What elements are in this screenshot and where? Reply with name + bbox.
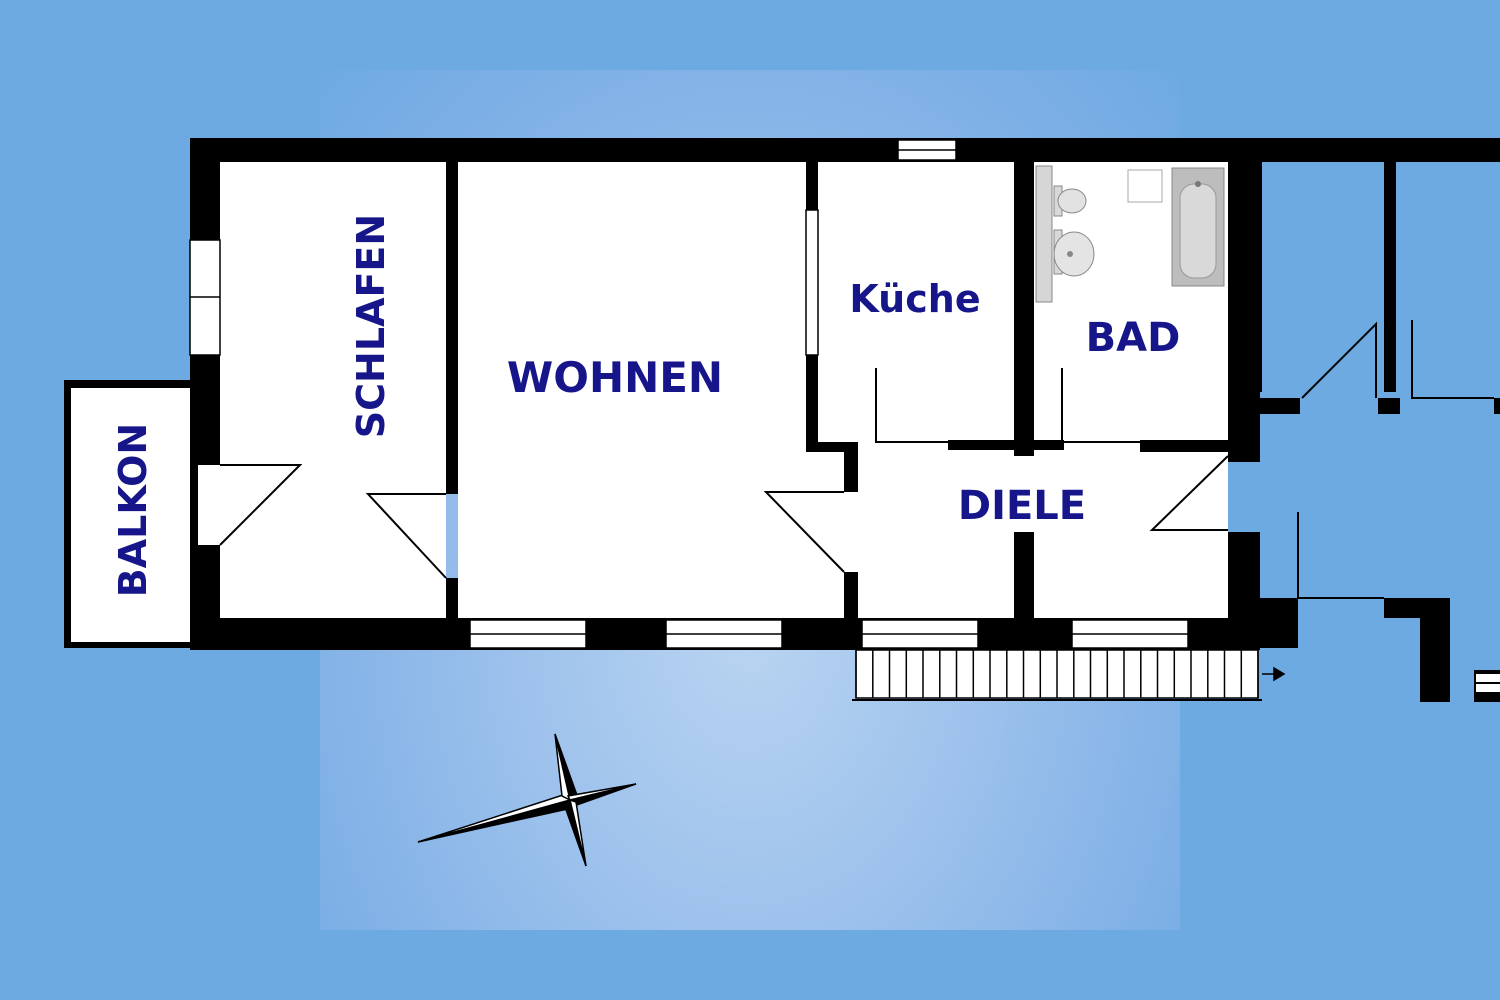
apartment-walls	[190, 138, 1500, 650]
room-label-diele: DIELE	[958, 483, 1086, 529]
bathroom-fixtures	[1035, 165, 1225, 303]
balcony	[64, 380, 195, 648]
room-label-wohnen: WOHNEN	[507, 353, 723, 402]
staircase-door-swings	[1297, 320, 1494, 599]
bathtub-icon	[1171, 167, 1225, 287]
shower-tray-icon	[1127, 169, 1163, 203]
room-label-bad: BAD	[1086, 315, 1181, 361]
staircase-walls	[1258, 138, 1500, 702]
room-label-schlafen: SCHLAFEN	[349, 214, 393, 438]
wall-schlafen-wohnen	[446, 162, 458, 494]
exterior-stairs	[852, 649, 1286, 701]
wall-bad-east	[1228, 162, 1260, 462]
compass-rose-icon	[417, 733, 637, 867]
wall-kueche-bad	[1014, 162, 1034, 456]
toilet-icon	[1053, 185, 1087, 217]
sink-icon	[1053, 229, 1095, 277]
windows	[189, 139, 1189, 649]
kueche-floor	[818, 162, 1014, 442]
door-swings	[219, 368, 1229, 579]
schlafen-floor	[220, 162, 446, 618]
room-label-kueche: Küche	[849, 277, 980, 321]
stairs-direction-arrow-icon	[1273, 666, 1286, 682]
room-label-balkon: BALKON	[111, 423, 155, 597]
